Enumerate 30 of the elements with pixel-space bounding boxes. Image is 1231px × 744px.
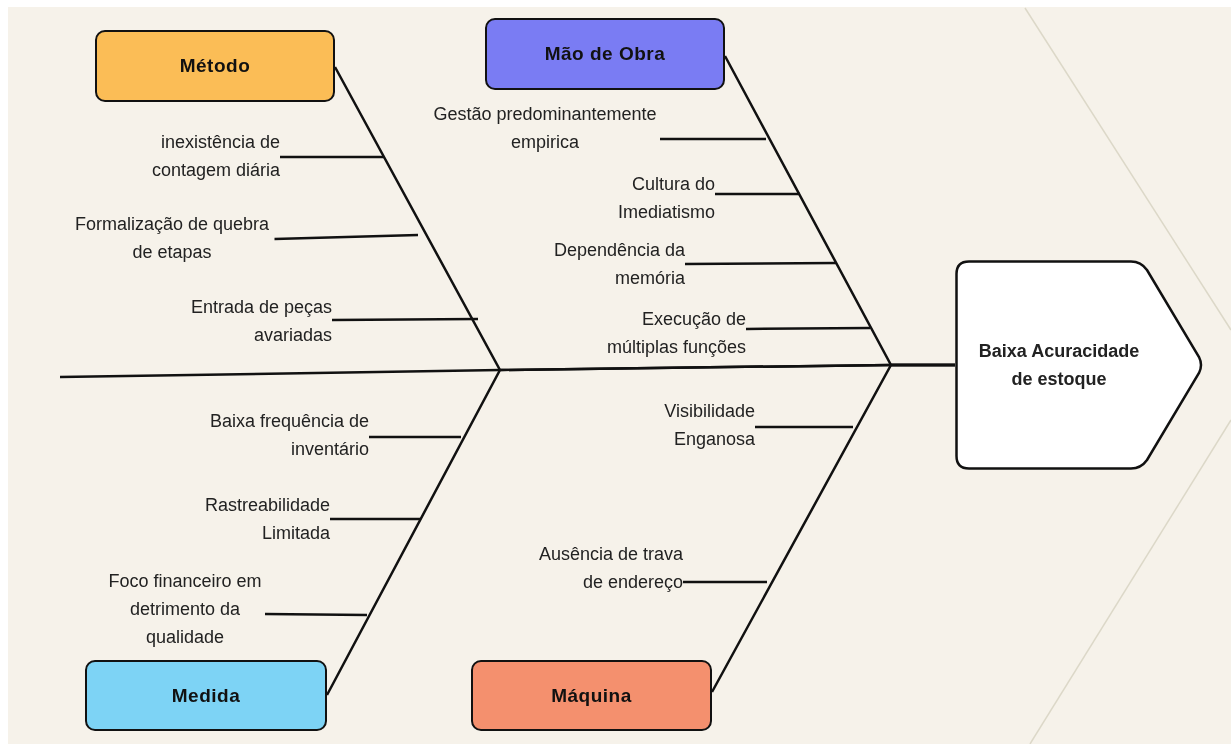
leader-line [715,192,800,196]
cause-text: Baixa frequência de inventário [209,407,369,463]
category-box: Medida [85,660,327,731]
effect-text: Baixa Acuracidade de estoque [977,340,1141,391]
leader-line [265,612,367,617]
leader-line [274,233,419,241]
cause-text: Execução de múltiplas funções [571,305,746,361]
cause-text: Gestão predominantemente empirica [430,100,660,156]
cause-text: Ausência de trava de endereço [533,540,683,596]
cause-text: Visibilidade Enganosa [620,397,755,453]
cause-text: Cultura do Imediatismo [590,170,715,226]
category-box: Mão de Obra [485,18,725,90]
cause-text: Rastreabilidade Limitada [150,491,330,547]
cause-text: inexistência de contagem diária [90,128,280,184]
leader-line [755,425,853,429]
cause-text: Dependência da memória [495,236,685,292]
leader-line [280,155,384,159]
cause-text: Entrada de peças avariadas [140,293,332,349]
leader-line [332,317,478,322]
category-box: Método [95,30,335,102]
category-box: Máquina [471,660,712,731]
leader-line [660,137,766,141]
leader-line [685,261,836,266]
cause-text: Formalização de quebra de etapas [69,210,275,266]
cause-text: Foco financeiro em detrimento da qualidade [105,567,265,651]
leader-line [683,580,767,584]
fishbone-line [710,363,955,693]
leader-line [330,517,420,521]
leader-line [746,326,870,331]
leader-line [369,435,461,439]
